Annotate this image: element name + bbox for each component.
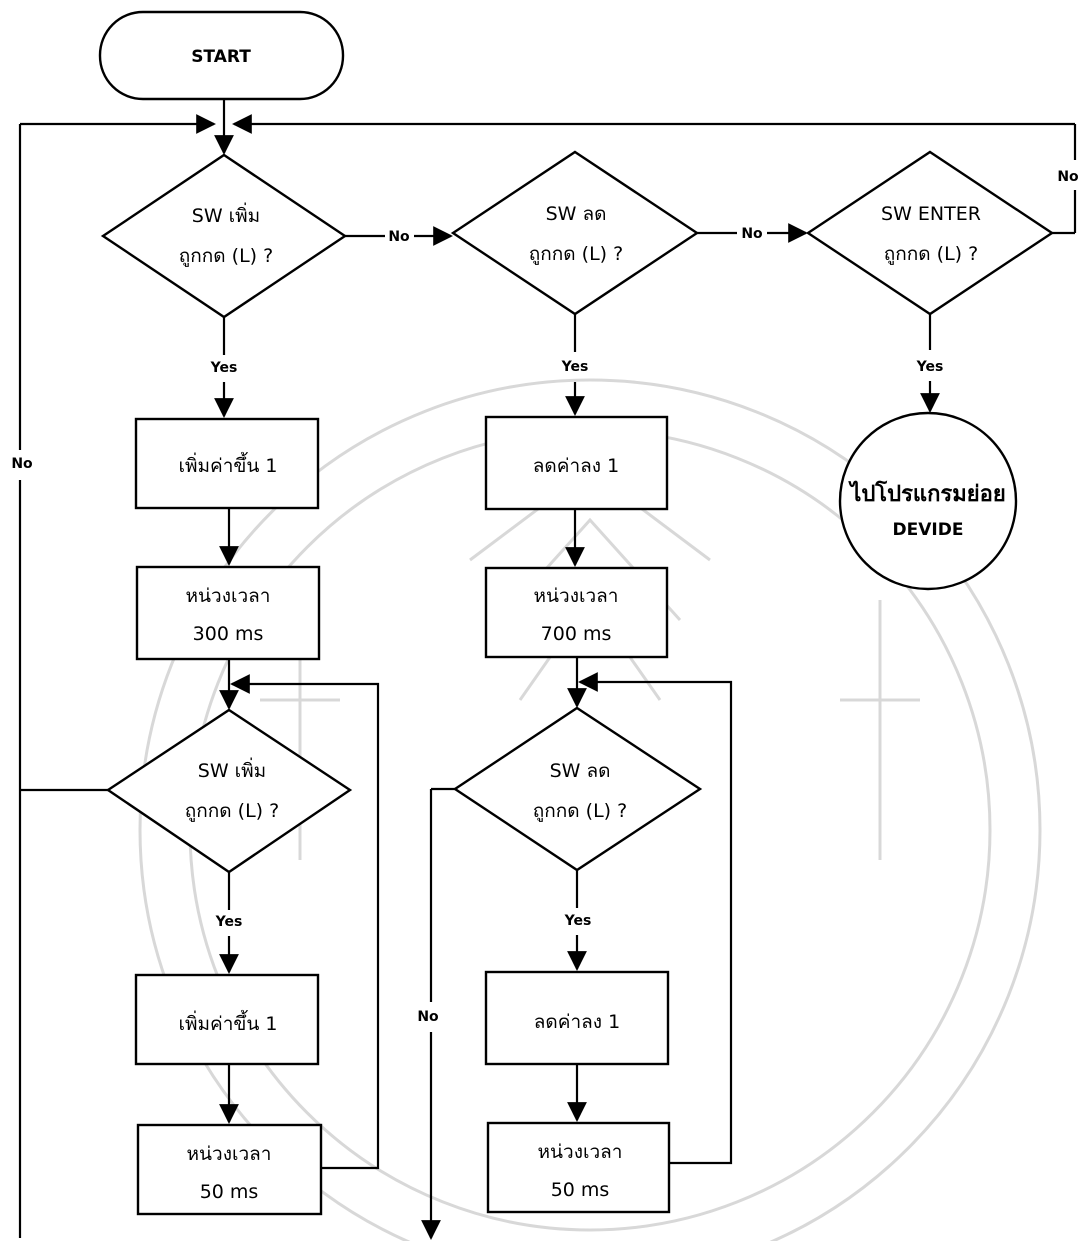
process-delay-50-right-line2: 50 ms [551, 1179, 610, 1201]
decision-sw-dec-2 [452, 706, 703, 872]
process-delay-50-left [136, 1123, 323, 1216]
decision-sw-enter-line2: ถูกกด (L) ? [884, 243, 978, 265]
subroutine-line1: ไปโปรแกรมย่อย [848, 480, 1005, 507]
label-no-d1: No [388, 229, 410, 245]
process-dec-1-text: ลดค่าลง 1 [533, 455, 619, 477]
label-no-d5: No [417, 1009, 439, 1025]
process-delay-50-right [486, 1121, 671, 1214]
process-dec-1 [484, 415, 669, 511]
process-delay-50-left-line1: หน่วงเวลา [187, 1143, 272, 1165]
decision-sw-enter [805, 150, 1055, 316]
decision-sw-dec-2-line2: ถูกกด (L) ? [533, 800, 627, 822]
process-inc-1-text: เพิ่มค่าขึ้น 1 [178, 452, 277, 477]
process-delay-700-line2: 700 ms [541, 623, 612, 645]
process-dec-2 [484, 970, 670, 1066]
start-label: START [191, 47, 251, 67]
process-inc-1 [134, 417, 320, 510]
label-no-left: No [11, 456, 33, 472]
label-yes-d1: Yes [210, 360, 238, 376]
decision-sw-inc-line2: ถูกกด (L) ? [179, 245, 273, 267]
process-dec-2-text: ลดค่าลง 1 [534, 1011, 620, 1033]
process-delay-300-line2: 300 ms [193, 623, 264, 645]
process-delay-50-left-line2: 50 ms [200, 1181, 259, 1203]
decision-sw-inc [100, 153, 348, 319]
start-terminator [98, 10, 345, 101]
label-yes-d2: Yes [561, 359, 589, 375]
decision-sw-dec [450, 150, 700, 316]
label-no-d2: No [741, 226, 763, 242]
label-no-d3: No [1057, 169, 1079, 185]
process-inc-2-text: เพิ่มค่าขึ้น 1 [178, 1010, 277, 1035]
decision-sw-enter-line1: SW ENTER [881, 203, 981, 225]
decision-sw-inc-2 [105, 708, 353, 874]
process-delay-700-line1: หน่วงเวลา [534, 585, 619, 607]
process-delay-50-right-line1: หน่วงเวลา [538, 1141, 623, 1163]
process-delay-700 [484, 566, 669, 659]
subroutine-line2: DEVIDE [893, 520, 964, 540]
subroutine-connector [838, 411, 1018, 591]
decision-sw-inc-line1: SW เพิ่ม [192, 202, 260, 227]
process-delay-300 [135, 565, 321, 661]
process-inc-2 [134, 973, 320, 1066]
decision-sw-inc-2-line1: SW เพิ่ม [198, 757, 266, 782]
label-yes-d3: Yes [916, 359, 944, 375]
decision-sw-dec-line2: ถูกกด (L) ? [529, 243, 623, 265]
decision-sw-inc-2-line2: ถูกกด (L) ? [185, 800, 279, 822]
label-yes-d4: Yes [215, 914, 243, 930]
decision-sw-dec-line1: SW ลด [546, 203, 607, 225]
label-yes-d5: Yes [564, 913, 592, 929]
decision-sw-dec-2-line1: SW ลด [550, 760, 611, 782]
process-delay-300-line1: หน่วงเวลา [186, 585, 271, 607]
